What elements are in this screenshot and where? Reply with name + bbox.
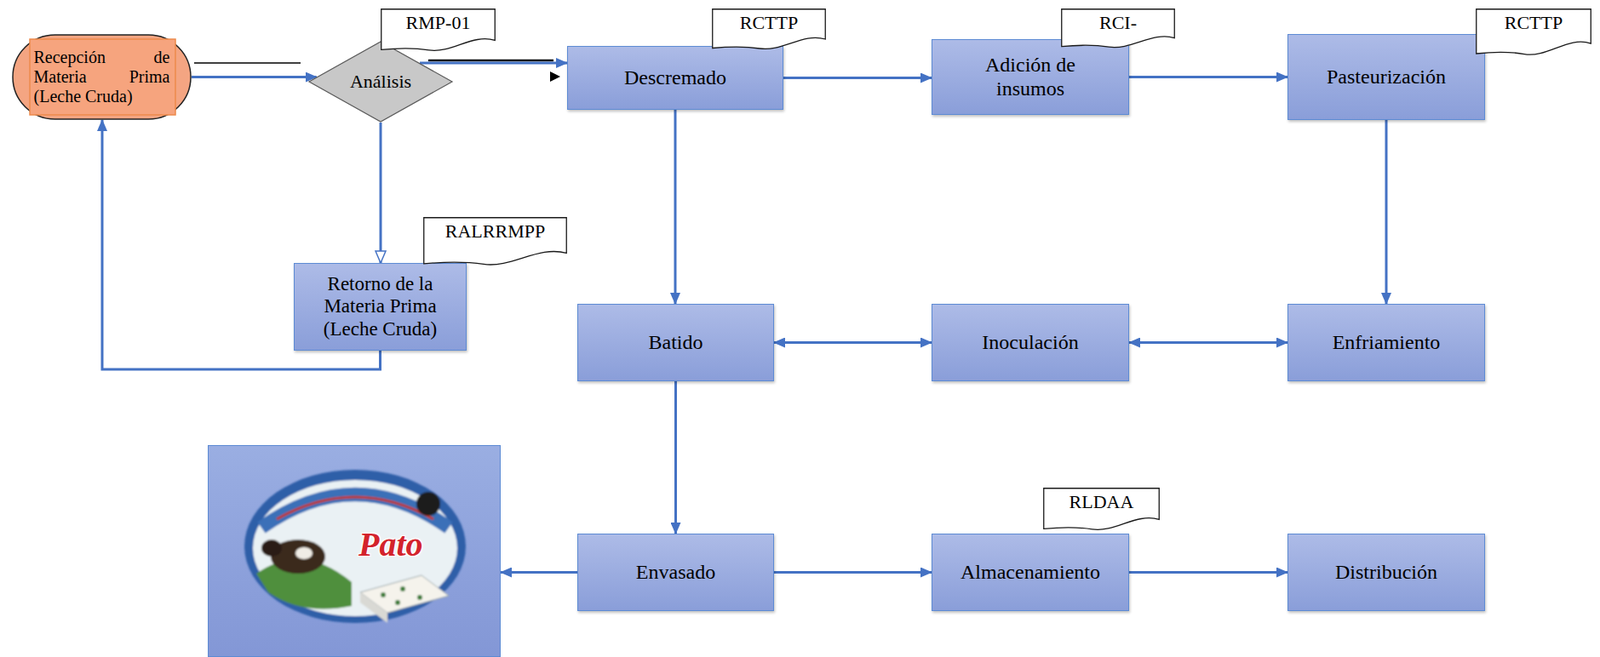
- record-code: RCI-: [1099, 11, 1137, 34]
- record-code: RMP-01: [406, 11, 471, 34]
- process-box: Distribución: [1287, 533, 1486, 612]
- process-box: Adición de insumos: [931, 39, 1130, 115]
- package-lid: [252, 480, 458, 617]
- process-box: Descremado: [567, 45, 784, 110]
- node-text: Pasteurización: [1326, 65, 1446, 90]
- document-outline: [1043, 488, 1160, 531]
- document-callout: RCTTP: [711, 8, 826, 52]
- flow-connector: [1129, 341, 1288, 345]
- terminal-oval: Recepción de Materia Prima (Leche Cruda): [11, 34, 192, 121]
- process-box: Enfriamiento: [1287, 303, 1486, 382]
- node-text: Enfriamiento: [1332, 331, 1441, 356]
- node-text: Recepción de Materia Prima (Leche Cruda): [34, 47, 171, 107]
- brand-text: Pato: [358, 527, 424, 563]
- node-text: Descremado: [624, 66, 727, 91]
- brand-logo: [416, 492, 441, 517]
- stray-line: [428, 59, 554, 63]
- terminal-outline: [12, 34, 191, 120]
- document-outline: [1061, 9, 1176, 48]
- flow-connector: [1129, 75, 1288, 79]
- package-rim: [244, 470, 466, 624]
- lid-lettering: [276, 497, 434, 520]
- herb-speck: [400, 586, 406, 592]
- record-code: RALRRMPP: [445, 220, 545, 242]
- node-text: Distribución: [1335, 561, 1438, 585]
- document-outline: [1476, 9, 1592, 55]
- diamond-outline: [309, 41, 453, 122]
- document-outline: [424, 217, 568, 265]
- document-callout: RCTTP: [1475, 8, 1592, 58]
- cow-head: [261, 539, 282, 557]
- flow-connector: [774, 571, 932, 574]
- node-text: Almacenamiento: [960, 561, 1101, 585]
- node-text: Envasado: [636, 561, 716, 585]
- decision-diamond: Análisis: [308, 40, 454, 123]
- node-text: Inoculación: [981, 331, 1079, 356]
- node-text: Batido: [648, 331, 704, 356]
- flow-connector: [419, 62, 568, 65]
- flow-connector: [674, 109, 677, 304]
- flow-connector: [774, 341, 932, 345]
- flow-connector: [674, 381, 677, 534]
- record-code: RLDAA: [1069, 491, 1135, 513]
- flow-connector: [191, 75, 317, 79]
- document-outline: [712, 9, 826, 50]
- document-callout: RMP-01: [380, 8, 496, 53]
- herb-speck: [417, 595, 423, 601]
- herb-speck: [380, 592, 386, 598]
- flow-connector: [783, 76, 932, 80]
- product-photo: [244, 470, 466, 624]
- stray-arrowhead: [550, 71, 561, 82]
- process-box: Batido: [577, 303, 775, 382]
- cow-patch: [295, 547, 313, 560]
- node-text: Adición de insumos: [966, 53, 1095, 101]
- record-code: RCTTP: [739, 11, 798, 34]
- flow-connector: [1129, 571, 1288, 574]
- document-callout: RCI-: [1060, 8, 1176, 50]
- document-callout: RLDAA: [1043, 487, 1160, 533]
- product-image: Pato: [207, 445, 501, 657]
- process-box: Inoculación: [931, 303, 1130, 382]
- stray-line: [194, 62, 301, 64]
- document-callout: RALRRMPP: [423, 217, 568, 268]
- node-text: Retorno de la Materia Prima (Leche Cruda…: [304, 273, 457, 341]
- process-box: Pasteurización: [1287, 34, 1486, 121]
- terminal-inner: [29, 39, 176, 115]
- document-outline: [381, 9, 496, 52]
- flow-connector: [500, 571, 578, 574]
- flow-connector: [379, 122, 383, 264]
- herb-speck: [395, 600, 401, 606]
- flow-connector: [1385, 120, 1388, 304]
- shape-outline: [208, 446, 502, 657]
- record-code: RCTTP: [1504, 11, 1563, 34]
- process-box: Retorno de la Materia Prima (Leche Cruda…: [293, 263, 467, 351]
- process-box: Almacenamiento: [931, 533, 1130, 612]
- node-text: Análisis: [349, 70, 412, 92]
- process-box: Envasado: [577, 533, 775, 612]
- cheese-side: [360, 592, 388, 624]
